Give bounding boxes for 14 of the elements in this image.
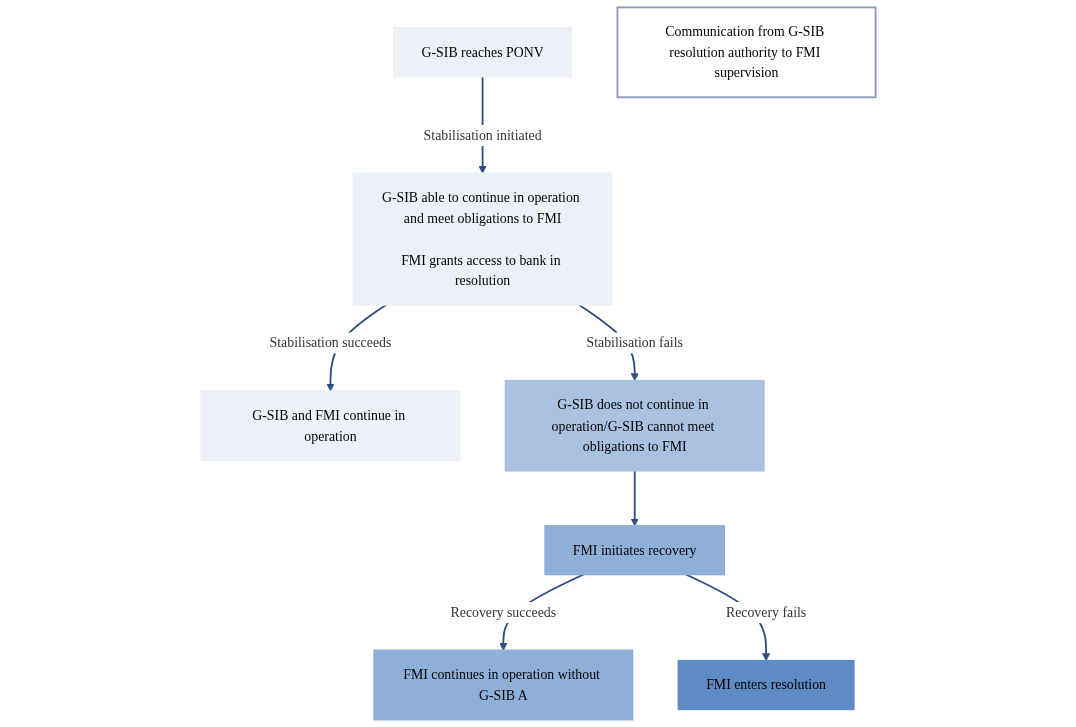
node-box: G-SIB and FMI continue in operation bbox=[200, 390, 460, 462]
node-box: FMI continues in operation without G-SIB A bbox=[372, 649, 633, 721]
edge-label: Stabilisation initiated bbox=[423, 127, 542, 143]
node-box: FMI enters resolution bbox=[677, 659, 855, 711]
arrow bbox=[630, 469, 639, 527]
edge-label: Recovery succeeds bbox=[450, 604, 556, 620]
edge-label: Stabilisation fails bbox=[586, 335, 683, 350]
node-box: G-SIB able to continue in operation and meet obligations to FMI FMI grants access to bank in resolution bbox=[352, 172, 613, 306]
edge-label: Recovery fails bbox=[725, 604, 806, 620]
node-box: Communication from G-SIB resolution authority to FMI supervision bbox=[616, 6, 876, 99]
edge-label: Stabilisation succeeds bbox=[269, 335, 391, 350]
node-box: FMI initiates recovery bbox=[543, 525, 725, 576]
node-box: G-SIB does not continue in operation/G-SIB cannot meet obligations to FMI bbox=[504, 379, 765, 472]
node-box: G-SIB reaches PONV bbox=[392, 27, 572, 78]
